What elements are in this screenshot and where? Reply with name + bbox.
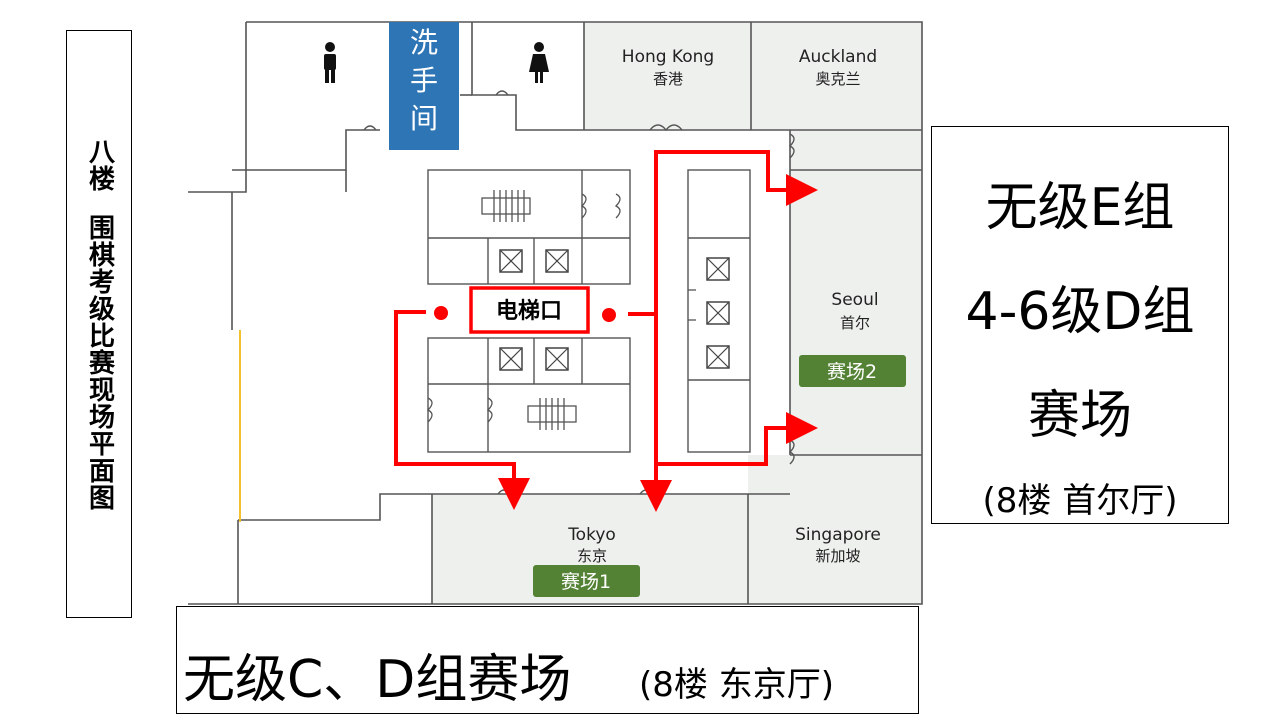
- venue-info-tokyo: 无级C、D组赛场 (8楼 东京厅): [176, 606, 919, 714]
- group-label-c-d: 无级C、D组赛场: [183, 650, 572, 710]
- group-label-d-4-6: 4-6级D组: [965, 282, 1195, 342]
- elevator-icon: [706, 257, 730, 281]
- venue-location-tokyo: (8楼 东京厅): [639, 665, 834, 705]
- venue-badge-2: [799, 355, 906, 387]
- stairs-icon: [426, 190, 696, 430]
- room-singapore-en: Singapore: [795, 525, 881, 545]
- vertical-title-floor: 八楼: [84, 137, 115, 192]
- venue-badge-2-label: 赛场2: [827, 361, 877, 383]
- room-hong-kong: [584, 22, 751, 130]
- elevator-icon: [545, 249, 569, 273]
- elevator-entrance-box: [469, 286, 590, 334]
- elevator-icon: [706, 301, 730, 325]
- restroom-label: 洗手间: [410, 26, 438, 135]
- room-hong-kong-en: Hong Kong: [622, 47, 714, 67]
- restroom-sign: [389, 22, 459, 150]
- room-singapore-zh: 新加坡: [815, 547, 860, 565]
- route-start-dot: [602, 308, 616, 322]
- room-seoul-zh: 首尔: [840, 314, 870, 332]
- elevator-icon: [499, 347, 523, 371]
- room-singapore: [748, 455, 922, 604]
- venue-location-seoul: (8楼 首尔厅): [982, 481, 1178, 521]
- room-hong-kong-zh: 香港: [653, 70, 683, 88]
- elevator-icon: [545, 347, 569, 371]
- venue-info-seoul: 无级E组 4-6级D组 赛场 (8楼 首尔厅): [931, 126, 1229, 524]
- elevator-icon: [706, 345, 730, 369]
- venue-badge-1-label: 赛场1: [561, 571, 611, 593]
- route-lines: [394, 150, 818, 512]
- venue-word: 赛场: [1027, 386, 1132, 446]
- female-restroom-icon: [529, 42, 549, 83]
- room-auckland: [751, 22, 922, 130]
- outer-walls: [188, 21, 923, 605]
- vertical-title: 八楼 围棋考级比赛现场平面图: [66, 30, 132, 618]
- vertical-title-text: 围棋考级比赛现场平面图: [84, 213, 115, 511]
- elevator-icon: [499, 249, 523, 273]
- room-tokyo-en: Tokyo: [567, 525, 616, 545]
- route-start-dot: [434, 306, 448, 320]
- room-tokyo-zh: 东京: [577, 547, 607, 565]
- room-auckland-zh: 奥克兰: [815, 70, 860, 88]
- room-auckland-en: Auckland: [799, 47, 877, 67]
- elevator-entrance-label: 电梯口: [496, 298, 562, 324]
- male-restroom-icon: [324, 42, 336, 83]
- venue-badge-1: [533, 565, 640, 597]
- room-seoul-en: Seoul: [831, 290, 878, 310]
- elevator-core: [427, 169, 751, 453]
- group-label-e: 无级E组: [985, 178, 1175, 238]
